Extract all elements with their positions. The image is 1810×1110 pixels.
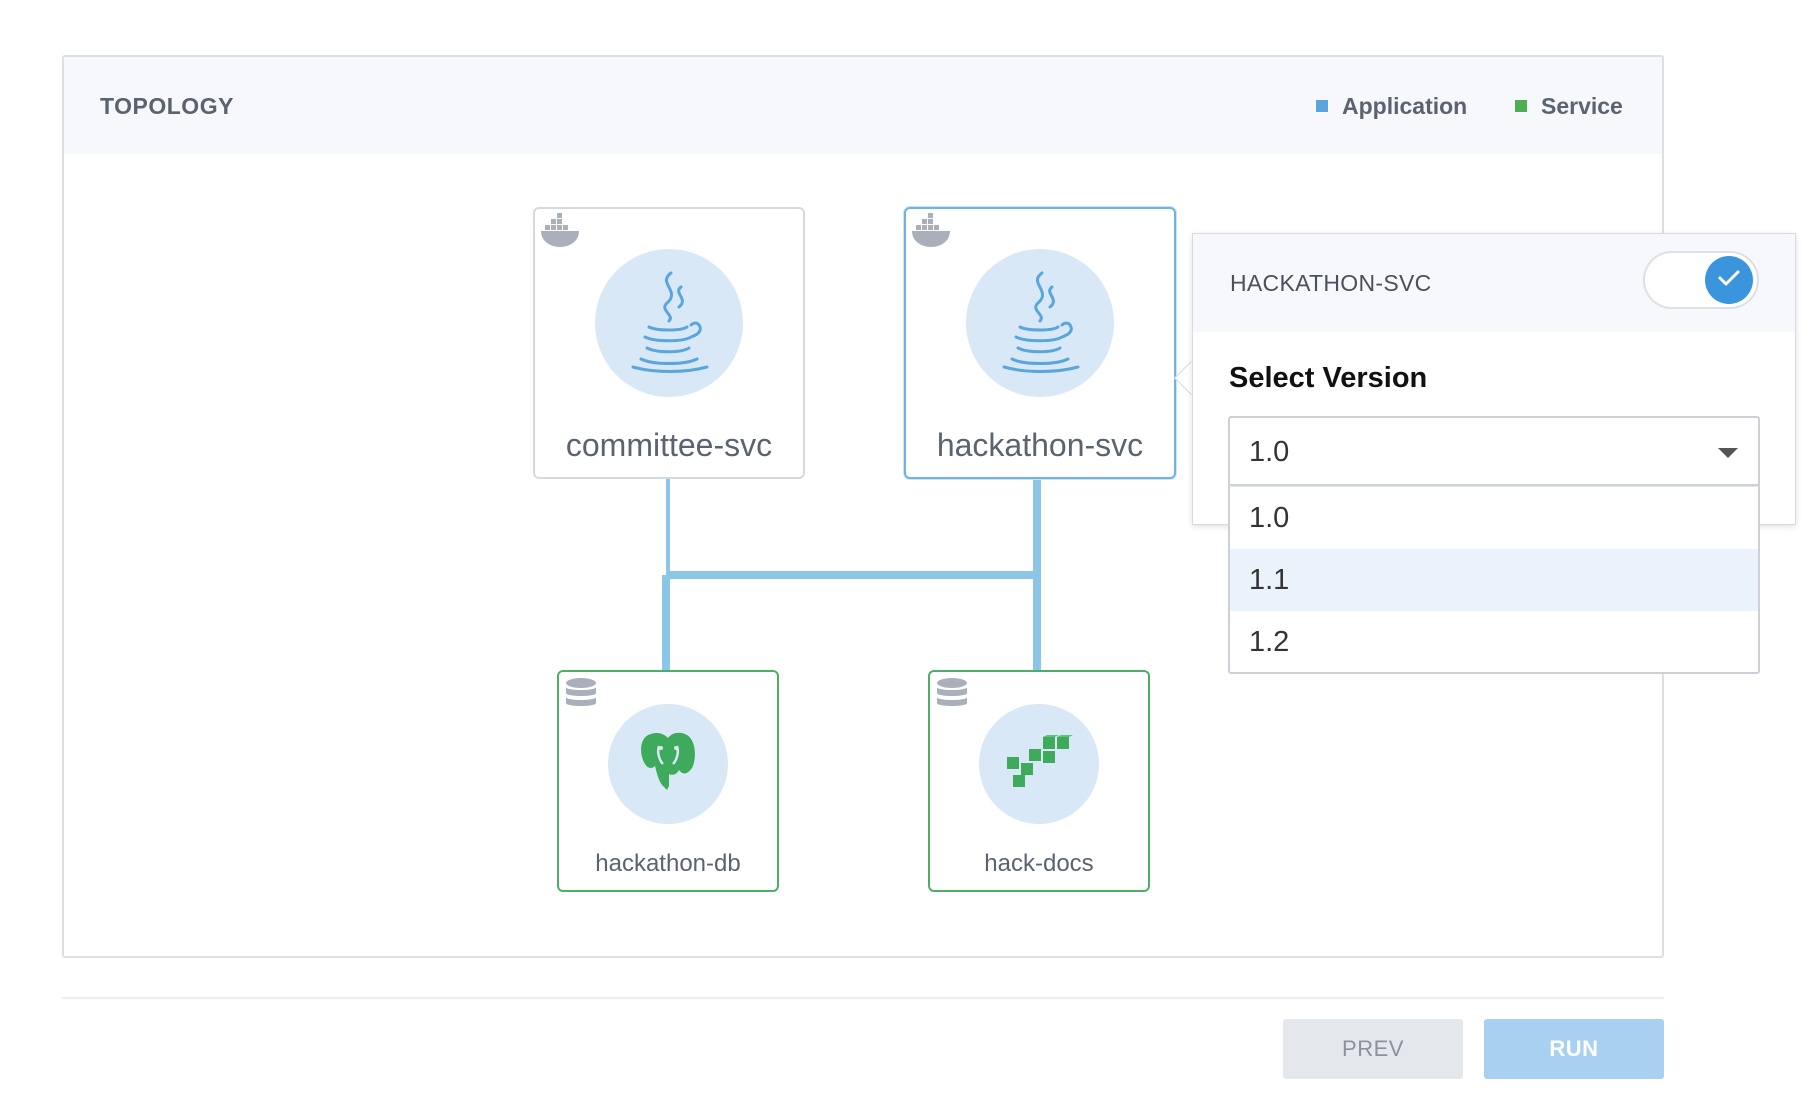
run-button[interactable]: RUN bbox=[1484, 1019, 1664, 1079]
java-icon bbox=[998, 269, 1082, 378]
version-option[interactable]: 1.1 bbox=[1230, 549, 1758, 611]
docker-icon bbox=[539, 213, 581, 254]
legend-service-swatch bbox=[1515, 99, 1527, 112]
java-icon bbox=[627, 269, 711, 378]
database-icon bbox=[563, 676, 599, 717]
legend-application-label: Application bbox=[1342, 93, 1468, 119]
popover-header: HACKATHON-SVC bbox=[1193, 234, 1795, 332]
popover-title: HACKATHON-SVC bbox=[1230, 270, 1432, 296]
node-hackathon-svc[interactable]: hackathon-svc bbox=[904, 207, 1176, 479]
legend-service-label: Service bbox=[1541, 93, 1623, 119]
footer-divider bbox=[62, 997, 1664, 999]
node-icon-circle bbox=[595, 249, 743, 397]
version-option[interactable]: 1.0 bbox=[1249, 502, 1290, 534]
node-icon-circle bbox=[966, 249, 1114, 397]
node-hack-docs[interactable]: hack-docs bbox=[928, 670, 1150, 892]
caret-down-icon bbox=[1718, 448, 1738, 458]
checkmark-icon bbox=[1717, 268, 1741, 293]
topology-title: TOPOLOGY bbox=[100, 93, 234, 119]
version-select[interactable]: 1.0 bbox=[1228, 416, 1760, 486]
version-options-list: 1.0 1.1 1.2 bbox=[1228, 486, 1760, 674]
postgresql-icon bbox=[637, 730, 699, 799]
prev-button[interactable]: PREV bbox=[1283, 1019, 1463, 1079]
select-version-label: Select Version bbox=[1229, 362, 1428, 394]
legend-application-swatch bbox=[1316, 99, 1328, 112]
node-committee-svc[interactable]: committee-svc bbox=[533, 207, 805, 479]
service-toggle[interactable] bbox=[1643, 251, 1759, 309]
node-icon-circle bbox=[979, 704, 1099, 824]
topology-header: TOPOLOGY Application Service bbox=[64, 57, 1662, 154]
node-label: hack-docs bbox=[984, 850, 1094, 877]
node-label: committee-svc bbox=[565, 427, 773, 463]
aws-cubes-icon bbox=[1003, 734, 1075, 794]
node-icon-circle bbox=[608, 704, 728, 824]
docker-icon bbox=[910, 213, 952, 254]
legend-service: Service bbox=[1515, 93, 1623, 120]
database-icon bbox=[934, 676, 970, 717]
version-select-value: 1.0 bbox=[1249, 436, 1290, 468]
node-label: hackathon-db bbox=[595, 850, 741, 877]
legend-application: Application bbox=[1316, 93, 1467, 120]
version-option[interactable]: 1.2 bbox=[1249, 626, 1290, 658]
node-label: hackathon-svc bbox=[936, 427, 1144, 463]
node-hackathon-db[interactable]: hackathon-db bbox=[557, 670, 779, 892]
toggle-knob bbox=[1705, 256, 1753, 304]
